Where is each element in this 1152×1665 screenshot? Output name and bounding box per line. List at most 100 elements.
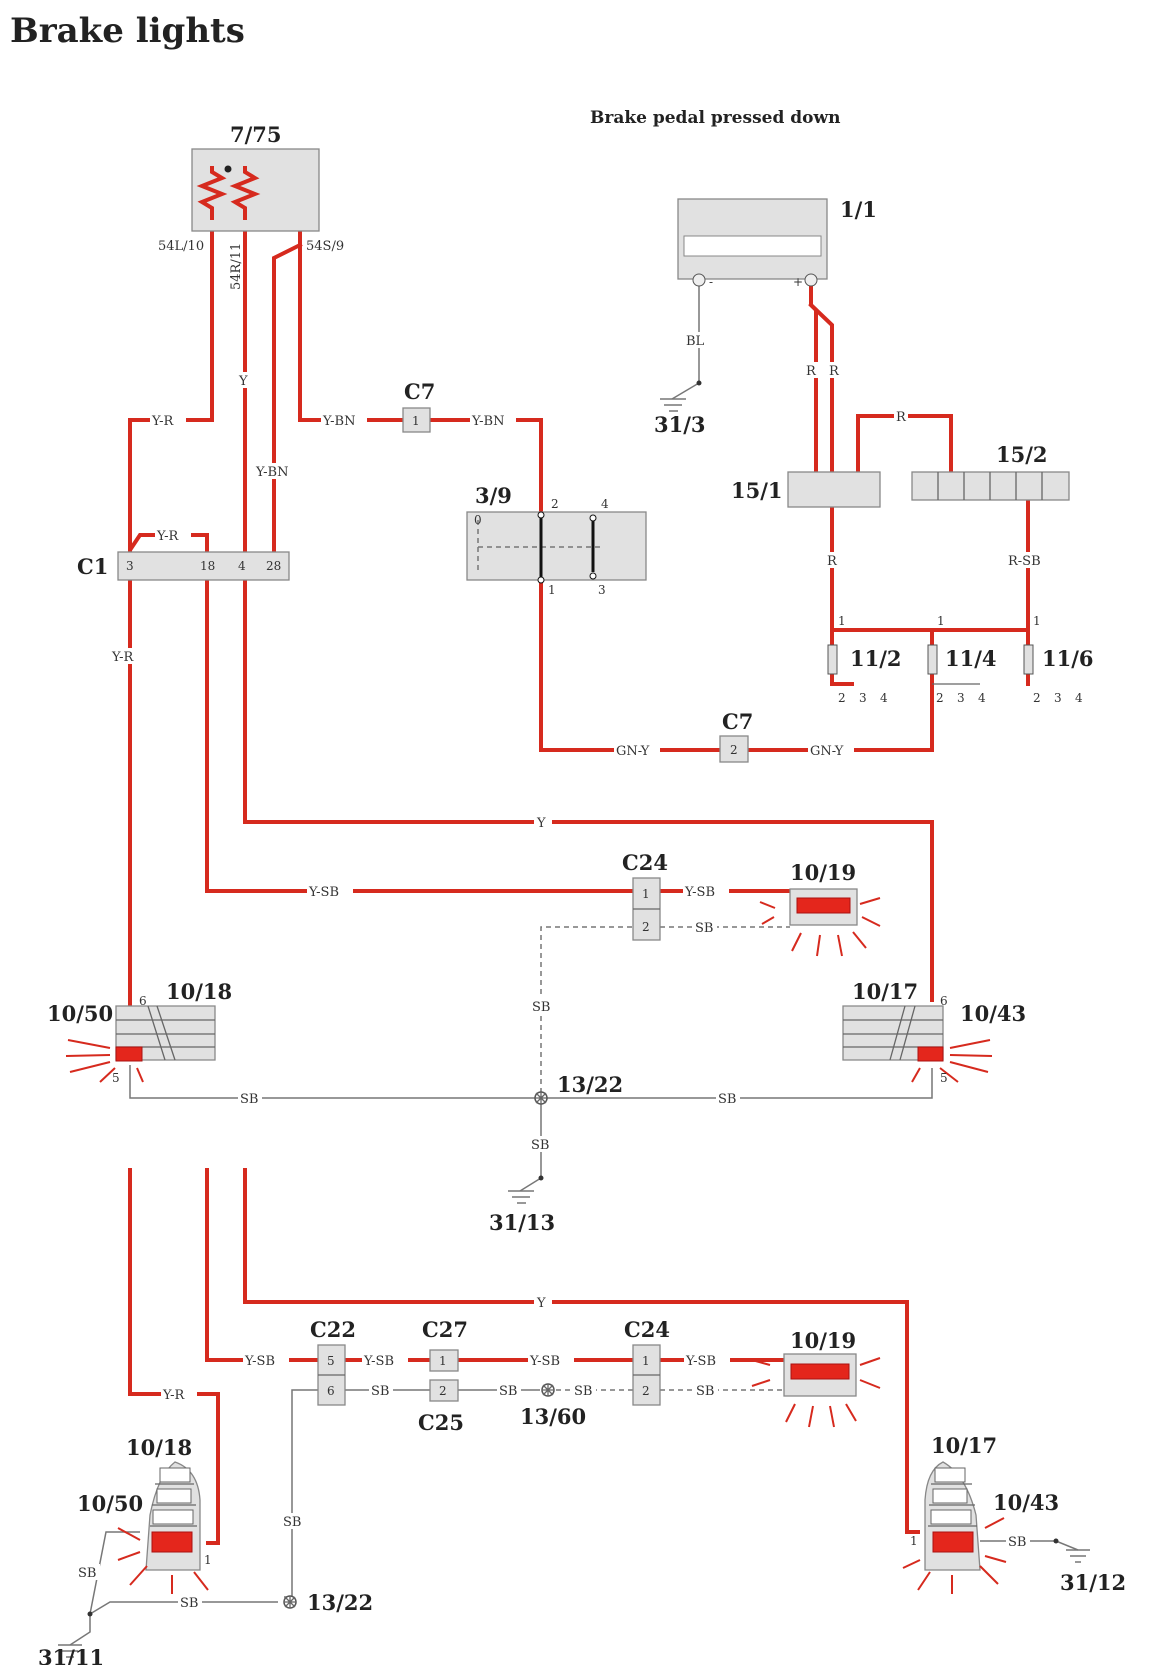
- label-pins-s39_1: 1: [548, 583, 556, 597]
- label-wires-sb13: SB: [1008, 1535, 1026, 1550]
- label-wires-y1: Y: [238, 374, 248, 389]
- label-pins-c27_1: 1: [439, 1354, 447, 1368]
- left-rear-light-upper: 6 5 10/18 10/50: [47, 979, 232, 1085]
- label-pins-f_c2: 2: [1033, 691, 1041, 705]
- label-wires-ybn1: Y-BN: [322, 414, 355, 429]
- wire-label-54l: 54L/10: [158, 239, 204, 254]
- relay-7-75-label: 7/75: [230, 122, 282, 147]
- label-components-c31_11: 31/11: [38, 1645, 104, 1665]
- connector-c7-pin1: 1 C7: [402, 379, 435, 433]
- label-components-c10_50b: 10/50: [77, 1491, 143, 1516]
- label-components-c13_22a: 13/22: [557, 1072, 623, 1097]
- label-components-c10_19a: 10/19: [790, 860, 856, 885]
- ground-31-3: 31/3: [654, 412, 706, 437]
- upper-wire-labels: Y-R Y Y-BN Y-BN Y-BN Y-R Y-R BL R R R R …: [110, 332, 1048, 1153]
- label-pins-bat_minus: -: [709, 275, 713, 289]
- label-pins-f_c1: 1: [1033, 614, 1041, 628]
- high-brake-light-10-19-upper: 10/19: [759, 860, 881, 957]
- label-wires-sb5: SB: [531, 1138, 549, 1153]
- ground-point-13-60: 13/60: [520, 1383, 586, 1429]
- label-pins-f_b4: 4: [978, 691, 986, 705]
- label-components-c3_9: 3/9: [475, 483, 512, 508]
- label-wires-ysb1: Y-SB: [308, 885, 339, 900]
- label-wires-ybn3: Y-BN: [255, 465, 288, 480]
- label-components-c11_2: 11/2: [850, 646, 902, 671]
- brake-light-switch-3-9: 0 2 4 1 3 3/9: [466, 483, 647, 597]
- label-pins-l17_5: 5: [940, 1071, 948, 1085]
- label-pins-c1_3: 3: [126, 559, 134, 573]
- label-pins-c25_2: 2: [439, 1384, 447, 1398]
- label-components-c10_43b: 10/43: [993, 1490, 1059, 1515]
- label-components-c13_22b: 13/22: [307, 1590, 373, 1615]
- label-wires-sb4: SB: [718, 1092, 736, 1107]
- connector-c24-upper: 1 2 C24: [622, 850, 668, 941]
- label-wires-sb8: SB: [574, 1384, 592, 1399]
- label-wires-yr4: Y-R: [162, 1388, 186, 1403]
- label-pins-l18_5: 5: [112, 1071, 120, 1085]
- fusebox-15-1: 15/1: [731, 471, 881, 508]
- label-pins-f_a4: 4: [880, 691, 888, 705]
- ground-point-13-22-upper: 13/22 31/13: [489, 380, 702, 1235]
- label-components-c24b: C24: [624, 1317, 670, 1342]
- label-wires-ybn2: Y-BN: [471, 414, 504, 429]
- label-wires-sb12: SB: [180, 1596, 198, 1611]
- label-wires-bl: BL: [686, 334, 705, 349]
- label-components-c27: C27: [422, 1317, 468, 1342]
- label-wires-ysb6: Y-SB: [685, 1354, 716, 1369]
- label-wires-r2: R: [829, 364, 840, 379]
- right-rear-light-lower: 1 10/17 10/43: [902, 1433, 1059, 1594]
- connector-c24-lower: 1 2 C24: [624, 1317, 670, 1406]
- label-pins-c24a_1: 1: [642, 887, 650, 901]
- label-pins-f_c3: 3: [1054, 691, 1062, 705]
- label-wires-gny2: GN-Y: [810, 744, 844, 759]
- label-components-c10_50a: 10/50: [47, 1001, 113, 1026]
- label-wires-rsb: R-SB: [1008, 554, 1041, 569]
- label-components-c10_18b: 10/18: [126, 1435, 192, 1460]
- label-pins-f_a2: 2: [838, 691, 846, 705]
- label-wires-y3: Y: [536, 1296, 546, 1311]
- label-wires-y2: Y: [536, 816, 546, 831]
- wire-label-54r: 54R/11: [229, 243, 244, 290]
- ground-point-13-22-lower: 13/22 31/11 31/12: [38, 1538, 1126, 1665]
- label-pins-l17_6: 6: [940, 994, 948, 1008]
- wire-label-54s: 54S/9: [306, 239, 344, 254]
- label-wires-ysb5: Y-SB: [529, 1354, 560, 1369]
- label-pins-f_b2: 2: [936, 691, 944, 705]
- label-components-c11_4: 11/4: [945, 646, 997, 671]
- label-pins-f_b1: 1: [937, 614, 945, 628]
- high-brake-light-10-19-lower: 10/19: [751, 1328, 881, 1428]
- label-wires-r1: R: [806, 364, 817, 379]
- label-components-c15_2: 15/2: [996, 442, 1048, 467]
- label-components-c10_17b: 10/17: [931, 1433, 997, 1458]
- label-pins-c24a_2: 2: [642, 920, 650, 934]
- label-components-c10_43a: 10/43: [960, 1001, 1026, 1026]
- label-wires-sb10: SB: [283, 1515, 301, 1530]
- label-wires-r4: R: [827, 554, 838, 569]
- label-wires-sb3: SB: [240, 1092, 258, 1107]
- diagram-title: Brake lights: [10, 11, 245, 51]
- left-rear-light-lower: 1 10/18 10/50: [77, 1435, 212, 1594]
- label-wires-gny1: GN-Y: [616, 744, 650, 759]
- label-components-c1: C1: [77, 554, 108, 579]
- label-pins-c7a_1: 1: [412, 414, 420, 428]
- relay-wire-labels: 54L/10 54R/11 54S/9: [150, 236, 352, 290]
- label-pins-s39_2: 2: [551, 497, 559, 511]
- label-components-c31_12: 31/12: [1060, 1570, 1126, 1595]
- label-pins-f_b3: 3: [957, 691, 965, 705]
- label-wires-ysb4: Y-SB: [363, 1354, 394, 1369]
- label-pins-s39_0: 0: [474, 513, 482, 527]
- label-components-c7a: C7: [404, 379, 435, 404]
- label-pins-c1_28: 28: [266, 559, 281, 573]
- label-wires-yr3: Y-R: [111, 650, 135, 665]
- label-pins-c24b_2: 2: [642, 1384, 650, 1398]
- label-components-c31_13: 31/13: [489, 1210, 555, 1235]
- label-wires-yr2: Y-R: [156, 529, 180, 544]
- relay-7-75: 7/75: [191, 122, 320, 232]
- label-wires-sb2: SB: [532, 1000, 550, 1015]
- label-pins-f_c4: 4: [1075, 691, 1083, 705]
- label-pins-l18_6: 6: [139, 994, 147, 1008]
- right-rear-light-upper: 6 5 10/17 10/43: [842, 979, 1026, 1085]
- label-wires-r3: R: [896, 410, 907, 425]
- label-pins-f_a3: 3: [859, 691, 867, 705]
